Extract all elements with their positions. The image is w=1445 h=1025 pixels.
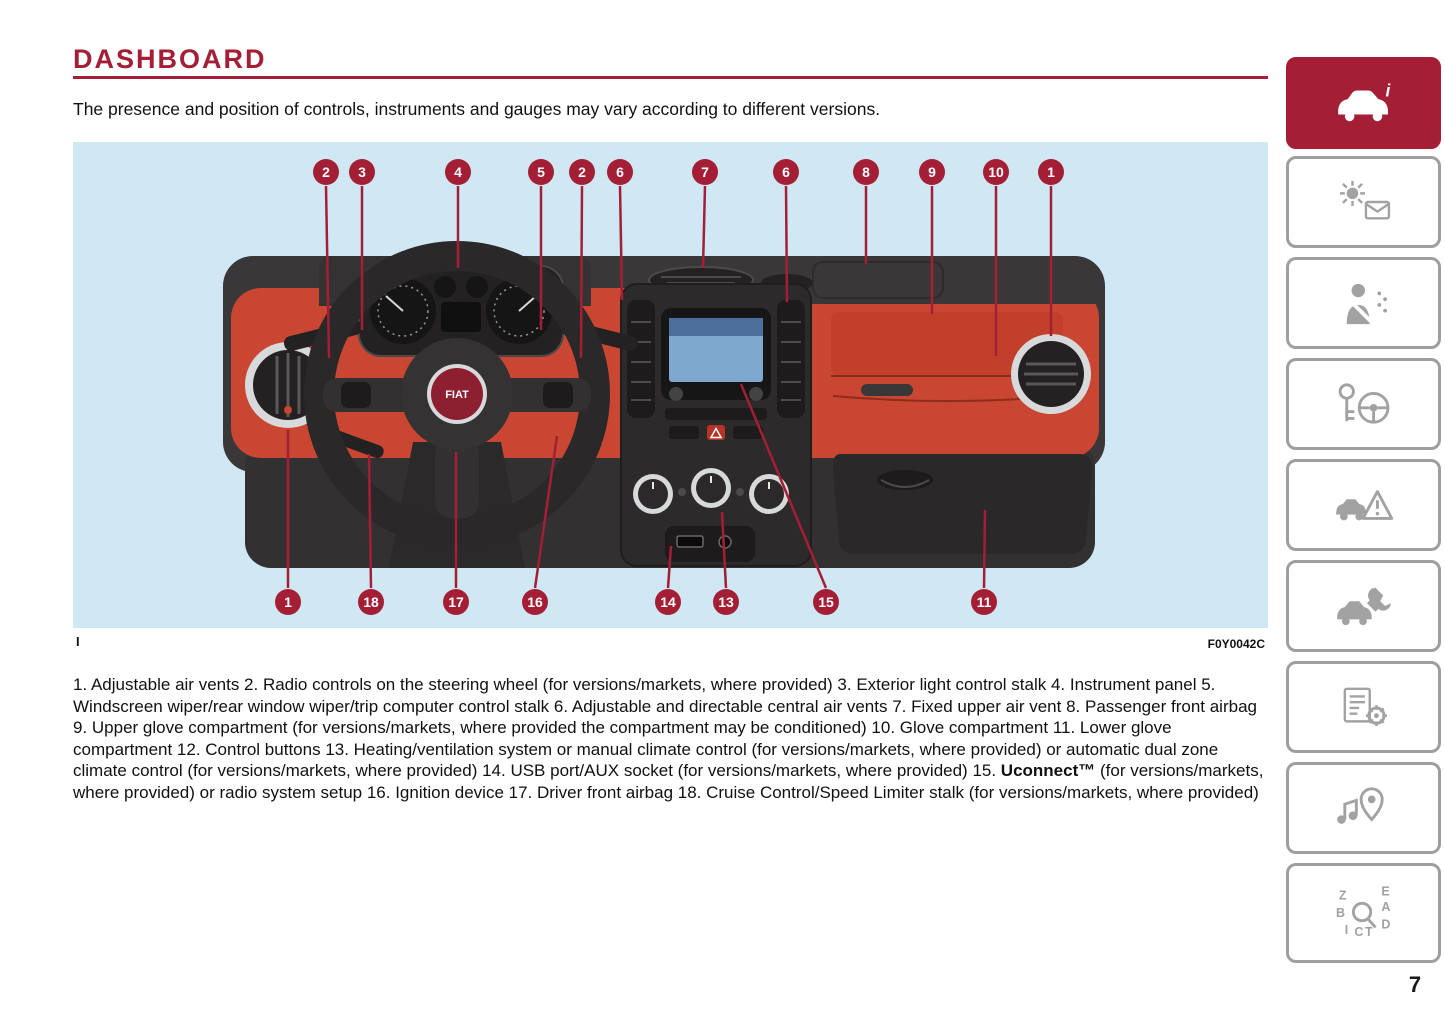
svg-text:1: 1	[284, 594, 292, 610]
svg-text:11: 11	[977, 594, 992, 610]
page-number: 7	[1408, 972, 1422, 997]
callout: 7	[692, 159, 718, 185]
legend-bold-uconnect: Uconnect™	[1000, 761, 1096, 781]
svg-text:13: 13	[718, 594, 734, 610]
radio-controls-right	[543, 382, 573, 408]
center-stack	[620, 283, 812, 567]
leader-lines	[286, 185, 1053, 589]
svg-text:8: 8	[862, 164, 870, 180]
central-air-vent-left	[627, 300, 655, 418]
svg-text:10: 10	[988, 164, 1004, 180]
lower-glove-compartment	[832, 454, 1093, 554]
callout: 6	[607, 159, 633, 185]
callout: 6	[773, 159, 799, 185]
sidebar-tab-knowing-your-car[interactable]: i	[1286, 57, 1441, 149]
spec-sheet-gear-icon	[1343, 687, 1387, 727]
passenger-airbag-seam	[812, 261, 944, 299]
legend-part2: (for versions/markets, where provided) o…	[73, 761, 1264, 802]
svg-text:7: 7	[701, 164, 709, 180]
dashboard-illustration: FIAT 2 3 4 5 2 6 7 6 8 9 10 1	[73, 142, 1268, 628]
emergency-triangle-icon	[1335, 490, 1393, 521]
sidebar-tab-servicing-and-care[interactable]	[1286, 560, 1441, 652]
legend-part1: 1. Adjustable air vents 2. Radio control…	[73, 675, 1257, 781]
callout: 11	[971, 589, 997, 615]
sidebar-tab-technical-data[interactable]	[1286, 661, 1441, 753]
usb-aux-panel	[665, 526, 755, 562]
callout: 14	[655, 589, 681, 615]
svg-text:i: i	[1385, 80, 1391, 100]
right-air-vent	[1011, 334, 1091, 414]
svg-text:16: 16	[527, 594, 543, 610]
svg-text:2: 2	[578, 164, 586, 180]
callout: 5	[528, 159, 554, 185]
svg-text:A: A	[1381, 900, 1390, 914]
warning-light-message-icon	[1339, 180, 1390, 220]
multimedia-nav-icon	[1336, 787, 1384, 824]
svg-text:B: B	[1336, 906, 1345, 920]
svg-text:17: 17	[448, 594, 464, 610]
cruise-control-stalk	[331, 430, 384, 459]
svg-text:14: 14	[660, 594, 676, 610]
callout: 1	[275, 589, 301, 615]
callout: 16	[522, 589, 548, 615]
callout: 8	[853, 159, 879, 185]
legend-text: 1. Adjustable air vents 2. Radio control…	[73, 674, 1271, 804]
callout: 9	[919, 159, 945, 185]
intro-text: The presence and position of controls, i…	[73, 99, 881, 119]
callout: 2	[569, 159, 595, 185]
svg-text:6: 6	[616, 164, 624, 180]
radio-controls-left	[341, 382, 371, 408]
sidebar-tab-starting-and-driving[interactable]	[1286, 358, 1441, 450]
svg-text:6: 6	[782, 164, 790, 180]
svg-text:18: 18	[363, 594, 379, 610]
callout: 10	[983, 159, 1009, 185]
fiat-badge: FIAT	[445, 389, 469, 401]
callout: 15	[813, 589, 839, 615]
figure-code: F0Y0042C	[1207, 637, 1265, 651]
safety-seatbelt-icon	[1342, 283, 1387, 325]
dashboard-figure: FIAT 2 3 4 5 2 6 7 6 8 9 10 1	[73, 142, 1268, 628]
svg-text:1: 1	[1047, 164, 1055, 180]
page-title: DASHBOARD	[73, 44, 267, 74]
svg-text:9: 9	[928, 164, 936, 180]
sidebar-tab-safety[interactable]	[1286, 257, 1441, 349]
svg-text:C: C	[1354, 925, 1363, 939]
alphabetical-index-icon: Z E B A I C T D	[1336, 886, 1390, 939]
car-info-icon: i	[1337, 80, 1391, 122]
svg-text:E: E	[1381, 886, 1389, 899]
callout: 17	[443, 589, 469, 615]
control-buttons	[665, 408, 767, 440]
svg-text:2: 2	[322, 164, 330, 180]
callout: 4	[445, 159, 471, 185]
callout: 18	[358, 589, 384, 615]
sidebar-tab-multimedia[interactable]	[1286, 762, 1441, 854]
sidebar-tab-in-an-emergency[interactable]	[1286, 459, 1441, 551]
callout: 1	[1038, 159, 1064, 185]
key-steering-icon	[1338, 383, 1389, 424]
central-air-vent-right	[777, 300, 805, 418]
uconnect-screen	[661, 308, 771, 400]
svg-text:5: 5	[537, 164, 545, 180]
svg-text:Z: Z	[1338, 889, 1346, 903]
svg-text:3: 3	[358, 164, 366, 180]
callout: 2	[313, 159, 339, 185]
callout: 13	[713, 589, 739, 615]
svg-text:I: I	[1344, 923, 1347, 937]
callout: 3	[349, 159, 375, 185]
climate-controls	[633, 468, 789, 514]
title-rule	[73, 76, 1268, 79]
svg-text:15: 15	[818, 594, 834, 610]
sidebar-tab-index[interactable]: Z E B A I C T D	[1286, 863, 1441, 963]
svg-text:T: T	[1364, 925, 1372, 939]
figure-caption: I	[76, 634, 80, 649]
sidebar-tab-dashboard-warning-lights[interactable]	[1286, 156, 1441, 248]
svg-text:4: 4	[454, 164, 462, 180]
callout-badges: 2 3 4 5 2 6 7 6 8 9 10 1 1 18 17 16 14 1…	[275, 159, 1064, 615]
car-wrench-service-icon	[1336, 587, 1391, 626]
svg-text:D: D	[1381, 917, 1390, 931]
